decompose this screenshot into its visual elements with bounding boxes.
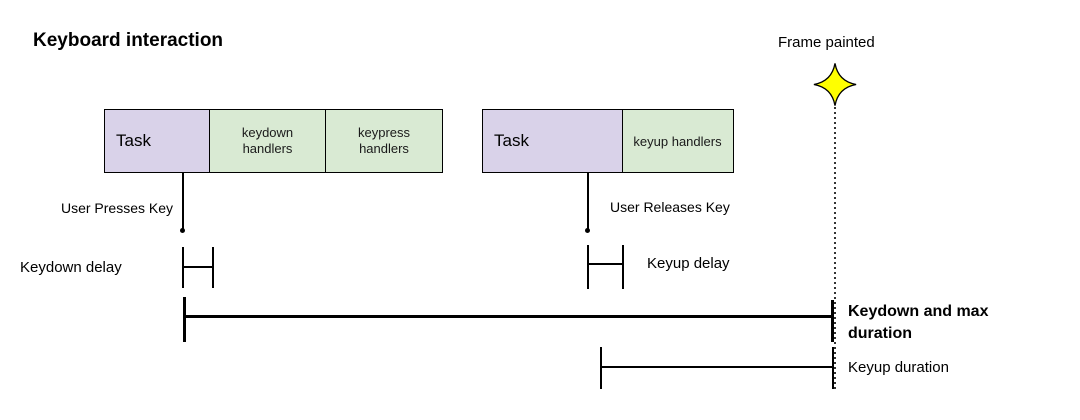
task-label: Task — [116, 131, 151, 150]
keydown-delay-tick-right — [212, 247, 214, 288]
keydown-delay-tick-left — [182, 247, 184, 288]
keyup-delay-label: Keyup delay — [647, 255, 730, 272]
keydown-handlers-segment: keydown handlers — [208, 109, 327, 173]
keydown-duration-span — [185, 315, 833, 318]
keydown-task-block: Task keydown handlers keypress handlers — [104, 109, 443, 173]
task-segment: Task — [104, 109, 210, 173]
keypress-handlers-segment: keypress handlers — [325, 109, 443, 173]
keydown-max-duration-label: Keydown and max duration — [848, 303, 989, 342]
frame-painted-label: Frame painted — [778, 34, 875, 51]
press-event-line — [182, 173, 184, 229]
keydown-delay-span — [183, 266, 213, 268]
keyup-handlers-segment: keyup handlers — [621, 109, 734, 173]
frame-painted-star-icon — [813, 63, 857, 106]
keyup-duration-label: Keyup duration — [848, 359, 949, 376]
keyup-duration-tick-right — [832, 347, 834, 389]
keyup-delay-span — [588, 263, 623, 265]
keyup-duration-tick-left — [600, 347, 602, 389]
keyup-task-block: Task keyup handlers — [482, 109, 734, 173]
keydown-handlers-label: keydown handlers — [241, 124, 294, 156]
keydown-duration-tick-right — [831, 300, 834, 342]
diagram-title: Keyboard interaction — [33, 30, 224, 51]
keyup-delay-tick-left — [587, 245, 589, 289]
task-segment: Task — [482, 109, 623, 173]
keyup-delay-tick-right — [622, 245, 624, 289]
keydown-duration-tick-left — [183, 297, 186, 342]
keypress-handlers-label: keypress handlers — [357, 124, 411, 156]
release-event-line — [587, 173, 589, 229]
user-presses-key-label: User Presses Key — [60, 200, 173, 216]
keyup-duration-span — [601, 366, 833, 368]
release-event-dot — [585, 228, 590, 233]
keyup-handlers-label: keyup handlers — [633, 133, 722, 149]
user-releases-key-label: User Releases Key — [610, 199, 730, 215]
keydown-delay-label: Keydown delay — [20, 259, 122, 276]
task-label: Task — [494, 131, 529, 150]
press-event-dot — [180, 228, 185, 233]
frame-painted-timeline — [834, 107, 836, 390]
